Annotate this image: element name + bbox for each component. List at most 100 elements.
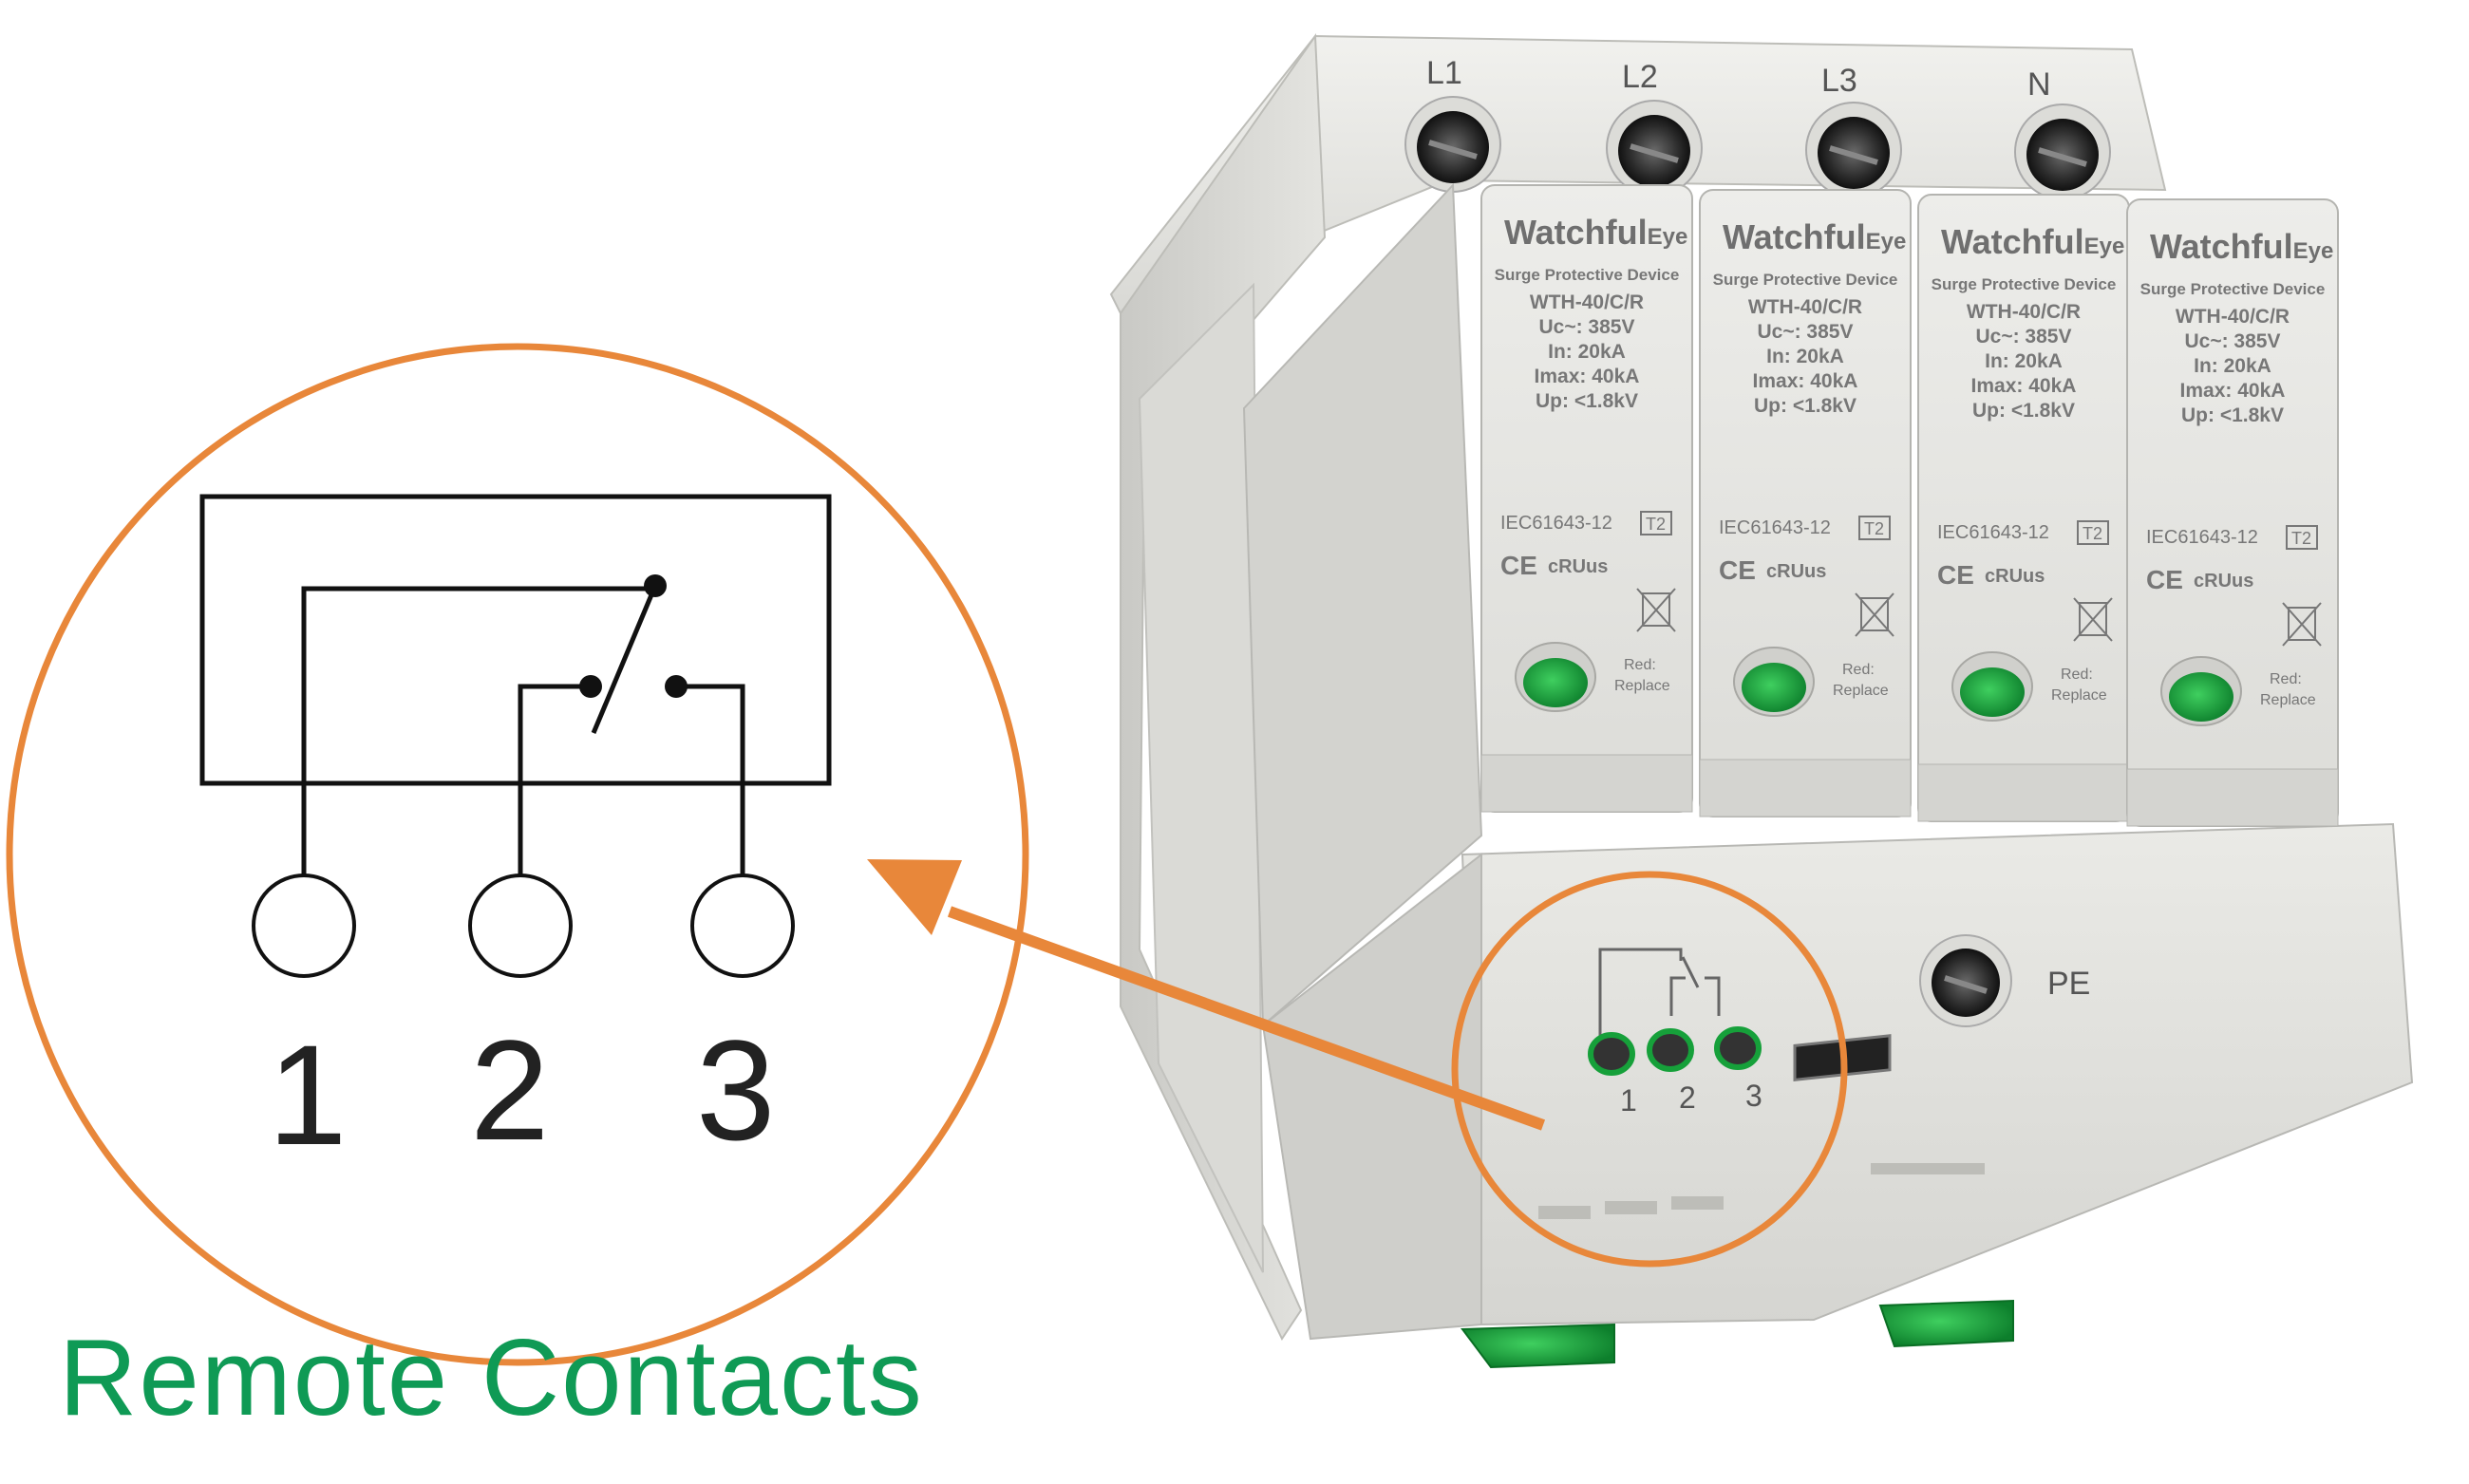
device-remote-contact-schematic — [1598, 948, 1721, 1054]
indicator-note-replace: Replace — [1614, 678, 1670, 694]
ul-mark: cRUus — [2194, 571, 2253, 592]
class-badge: T2 — [2291, 529, 2311, 548]
ce-mark: CE — [1937, 560, 1974, 590]
brand-logo: WatchfulEye — [2150, 227, 2333, 266]
phase-label-n: N — [2027, 66, 2051, 103]
module-grip — [1917, 763, 2130, 822]
vent-slots — [1538, 1163, 1985, 1219]
up-rating: Up: <1.8kV — [1972, 400, 2075, 422]
class-badge-frame — [1858, 516, 1891, 540]
device-contact-label-1: 1 — [1620, 1083, 1637, 1118]
terminal-label-1: 1 — [268, 1015, 347, 1174]
class-badge-frame — [2286, 525, 2318, 550]
module-grip — [1699, 759, 1912, 817]
terminal-label-3: 3 — [696, 1010, 775, 1170]
brand-logo: WatchfulEye — [1941, 222, 2124, 261]
ce-mark: CE — [1719, 555, 1756, 585]
terminal-circles — [252, 873, 795, 978]
in-rating: In: 20kA — [1766, 346, 1844, 367]
din-clip-right — [1878, 1299, 2014, 1348]
uc-rating: Uc~: 385V — [1758, 321, 1854, 343]
terminal-label-2: 2 — [470, 1010, 549, 1170]
brand-logo: WatchfulEye — [1723, 217, 1906, 256]
imax-rating: Imax: 40kA — [2180, 380, 2286, 402]
wire-terminal-2 — [518, 684, 591, 883]
up-rating: Up: <1.8kV — [1754, 395, 1856, 417]
class-badge: T2 — [1646, 515, 1666, 534]
left-rail-edge — [1138, 282, 1264, 1273]
device-type-label: Surge Protective Device — [2140, 280, 2326, 298]
terminal-screw-l1 — [1404, 96, 1501, 193]
ul-mark: cRUus — [1985, 566, 2045, 587]
indicator-note-red: Red: — [2061, 667, 2093, 683]
magnifier-circle — [6, 343, 1029, 1366]
standard-label: IEC61643-12 — [2146, 527, 2258, 548]
ce-mark: CE — [2146, 565, 2183, 594]
contact-schematic — [199, 494, 832, 883]
imax-rating: Imax: 40kA — [1971, 375, 2077, 397]
model-label: WTH-40/C/R — [1530, 291, 1644, 313]
terminal-1-icon — [252, 873, 356, 978]
terminal-screw-n — [2014, 103, 2111, 200]
brand-logo: WatchfulEye — [1504, 213, 1687, 252]
indicator-note-replace: Replace — [2051, 687, 2107, 704]
din-clip-left — [1461, 1323, 1615, 1369]
indicator-note-replace: Replace — [1833, 683, 1889, 699]
schematic-nodes — [579, 574, 688, 698]
uc-rating: Uc~: 385V — [2185, 330, 2281, 352]
model-label: WTH-40/C/R — [1748, 296, 1862, 318]
indicator-note-red: Red: — [1624, 657, 1656, 673]
standard-label: IEC61643-12 — [1500, 513, 1612, 534]
weee-bin-icon — [2073, 597, 2113, 642]
terminal-screw-l2 — [1606, 100, 1703, 197]
status-indicator-icon — [1742, 663, 1806, 712]
device-highlight-circle — [1451, 871, 1848, 1268]
class-badge: T2 — [1864, 519, 1884, 538]
module-grip — [1480, 754, 1693, 813]
callout-arrow — [867, 859, 1546, 1131]
switch-blade — [591, 585, 658, 734]
terminal-2-icon — [468, 873, 573, 978]
in-rating: In: 20kA — [1985, 350, 2063, 372]
remote-contacts-caption: Remote Contacts — [59, 1318, 924, 1438]
terminal-3-icon — [690, 873, 795, 978]
weee-bin-icon — [2282, 602, 2322, 647]
phase-label-l1: L1 — [1426, 55, 1462, 91]
schematic-enclosure — [199, 494, 832, 786]
standard-label: IEC61643-12 — [1937, 522, 2049, 543]
up-rating: Up: <1.8kV — [2181, 404, 2284, 426]
class-badge-frame — [2077, 520, 2109, 545]
class-badge: T2 — [2083, 524, 2102, 543]
module-block-side — [1242, 182, 1483, 1028]
surge-protective-device: L1 L2 L3 N PE — [1109, 33, 2414, 1369]
magnified-detail: 1 2 3 — [6, 343, 1848, 1366]
ul-mark: cRUus — [1548, 556, 1608, 577]
model-label: WTH-40/C/R — [1967, 301, 2081, 323]
ul-mark: cRUus — [1766, 561, 1826, 582]
device-contact-label-2: 2 — [1679, 1080, 1696, 1115]
indicator-note-red: Red: — [1842, 662, 1875, 678]
in-rating: In: 20kA — [1548, 341, 1626, 363]
standard-label: IEC61643-12 — [1719, 517, 1831, 538]
pe-terminal-screw — [1919, 934, 2012, 1027]
arrow-head-icon — [867, 859, 962, 935]
module-grip — [2126, 768, 2339, 827]
status-indicator-icon — [1523, 658, 1588, 707]
base-lower — [1261, 852, 1482, 1341]
imax-rating: Imax: 40kA — [1753, 370, 1858, 392]
wire-terminal-1 — [301, 586, 655, 883]
indicator-note-replace: Replace — [2260, 692, 2316, 708]
device-type-label: Surge Protective Device — [1932, 275, 2117, 293]
left-side-panel — [1120, 33, 1327, 1342]
pe-label: PE — [2047, 966, 2090, 1002]
device-type-label: Surge Protective Device — [1713, 271, 1898, 289]
indicator-note-red: Red: — [2270, 671, 2302, 687]
phase-label-l3: L3 — [1821, 63, 1857, 99]
in-rating: In: 20kA — [2194, 355, 2271, 377]
